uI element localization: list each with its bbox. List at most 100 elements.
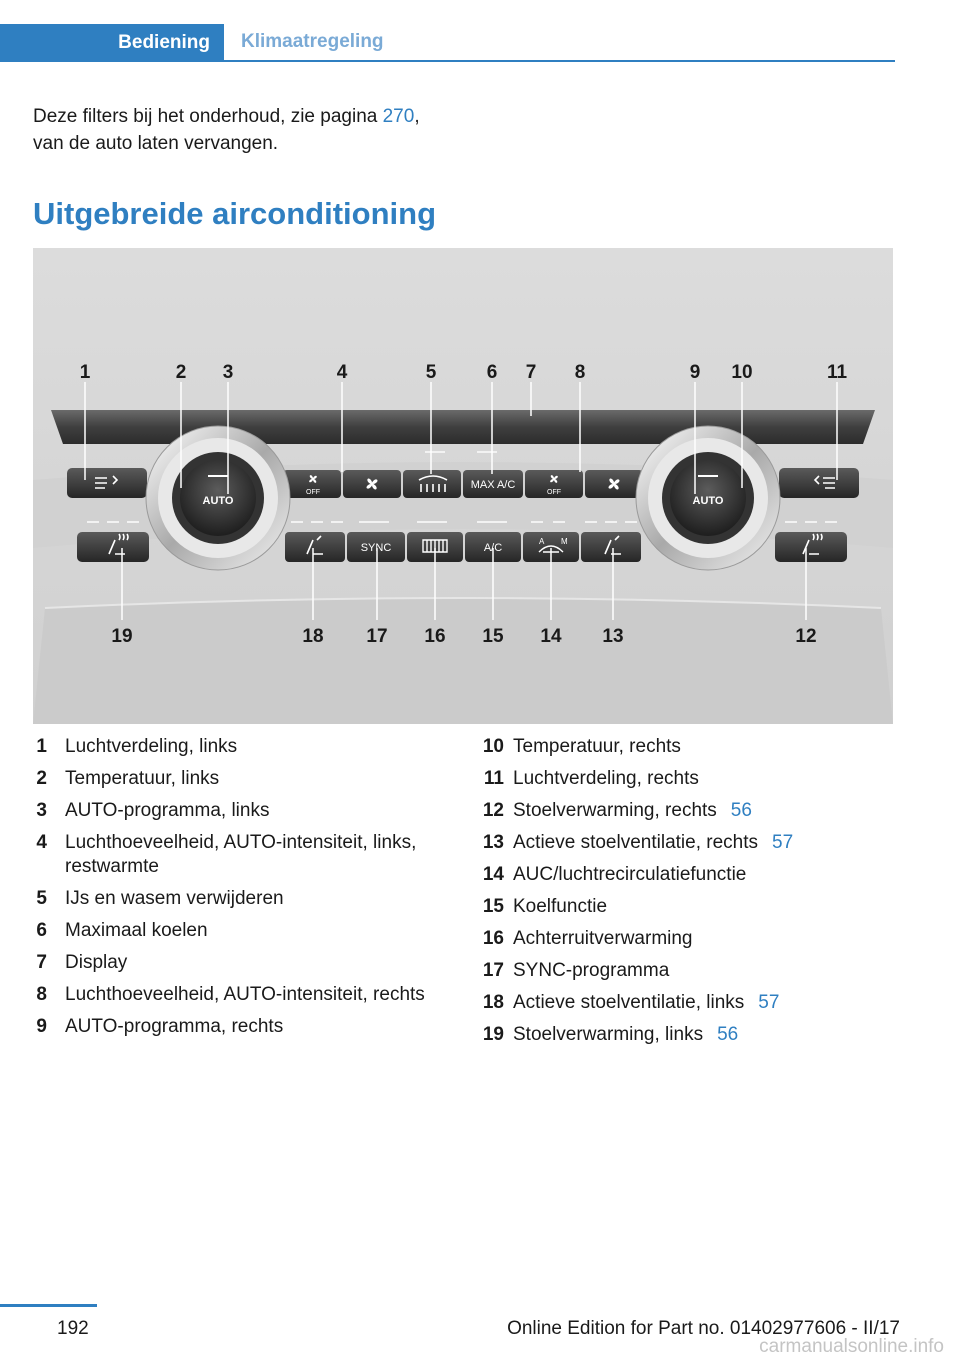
legend-number: 12 — [482, 800, 504, 821]
legend-number: 10 — [482, 736, 504, 757]
seat-ventilation-right-button[interactable] — [581, 532, 641, 562]
legend-text: Display — [65, 952, 128, 973]
legend-number: 19 — [482, 1024, 504, 1045]
auto-label-left: AUTO — [203, 495, 234, 507]
legend-text: Koelfunctie — [513, 896, 608, 917]
tab-klimaatregeling[interactable]: Klimaatregeling — [241, 31, 384, 52]
callout-9: 9 — [690, 362, 701, 383]
legend-text: Achterruitverwarming — [513, 928, 693, 949]
legend-item-4: 4 Luchthoeveelheid, AUTO-intensiteit, lin… — [33, 831, 453, 879]
callout-6: 6 — [487, 362, 498, 383]
callout-3: 3 — [223, 362, 234, 383]
temperature-knob-right[interactable]: AUTO — [635, 425, 781, 571]
page-link-56[interactable]: 56 — [717, 1024, 739, 1045]
legend-text: Luchtverdeling, links — [65, 736, 238, 757]
legend-item-15: 15 Koelfunctie — [480, 895, 900, 919]
page-link-57[interactable]: 57 — [758, 992, 780, 1013]
fan-off-left-button[interactable] — [283, 470, 341, 498]
legend-number: 5 — [36, 888, 47, 909]
intro-text-end: , van de auto laten vervangen. — [33, 106, 420, 154]
air-distribution-left-icon — [95, 475, 119, 489]
seat-heating-left-button[interactable] — [77, 532, 149, 562]
defrost-button[interactable] — [403, 470, 461, 498]
legend-text: IJs en wasem verwijderen — [65, 888, 284, 909]
page-link-56[interactable]: 56 — [730, 800, 752, 821]
page-number: 192 — [57, 1318, 89, 1339]
tab-bediening[interactable]: Bediening — [0, 24, 224, 62]
sync-button[interactable] — [347, 532, 405, 562]
callout-17: 17 — [366, 626, 387, 647]
seat-ventilation-left-button[interactable] — [285, 532, 345, 562]
lower-trim — [33, 598, 893, 724]
seat-heating-right-icon — [802, 533, 823, 555]
callout-15: 15 — [482, 626, 504, 647]
page-link-57[interactable]: 57 — [772, 832, 794, 853]
watermark: carmanualsonline.info — [759, 1336, 944, 1357]
legend-number: 6 — [36, 920, 47, 941]
legend-number: 15 — [482, 896, 504, 917]
callout-4: 4 — [337, 362, 348, 383]
legend-item-7: 7 Display — [33, 951, 453, 975]
legend-item-14: 14 AUC/luchtrecirculatiefunctie — [480, 863, 900, 887]
legend-label: Stoelverwarming, links — [513, 1024, 704, 1045]
edition-note: Online Edition for Part no. 01402977606 … — [507, 1318, 900, 1339]
rear-window-heating-icon — [422, 539, 448, 553]
legend-text: Actieve stoelventilatie, links 57 — [513, 991, 900, 1015]
intro-paragraph: Deze filters bij het onderhoud, zie pagi… — [33, 103, 453, 157]
legend-number: 18 — [482, 992, 504, 1013]
legend-number: 4 — [36, 832, 47, 853]
fan-off-right-button[interactable] — [525, 470, 583, 498]
climate-panel-illustration: OFF MAX A/C OFF SYNC A/C A M — [33, 248, 893, 724]
header-rule — [224, 60, 895, 62]
legend-number: 17 — [482, 960, 504, 981]
callout-11: 11 — [827, 362, 848, 383]
legend-text: AUC/luchtrecirculatiefunctie — [513, 864, 747, 885]
legend-item-5: 5 IJs en wasem verwijderen — [33, 887, 453, 911]
callout-18: 18 — [302, 626, 323, 647]
callout-5: 5 — [426, 362, 437, 383]
legend-text: Maximaal koelen — [65, 920, 208, 941]
seat-heating-right-button[interactable] — [775, 532, 847, 562]
legend-number: 3 — [36, 800, 47, 821]
header-tabbar: Bediening Klimaatregeling — [0, 24, 895, 62]
legend-number: 14 — [482, 864, 504, 885]
air-distribution-right-icon — [813, 475, 835, 489]
legend-number: 7 — [36, 952, 47, 973]
page-link-270[interactable]: 270 — [382, 106, 415, 127]
legend-text: Stoelverwarming, links 56 — [513, 1023, 900, 1047]
callout-2: 2 — [176, 362, 187, 383]
callout-19: 19 — [111, 626, 132, 647]
defrost-icon — [418, 475, 448, 492]
sync-label: SYNC — [361, 542, 392, 554]
legend-label: Actieve stoelventilatie, links — [513, 992, 745, 1013]
off-label-left: OFF — [306, 489, 320, 496]
auc-recirculation-button[interactable] — [523, 532, 579, 562]
climate-panel-figure: OFF MAX A/C OFF SYNC A/C A M — [33, 248, 893, 724]
seat-ventilation-left-icon — [306, 535, 323, 555]
legend-number: 2 — [36, 768, 47, 789]
callout-16: 16 — [424, 626, 445, 647]
legend-text: Luchthoeveelheid, AUTO-intensiteit, link… — [65, 832, 417, 877]
legend-item-18: 18 Actieve stoelventilatie, links 57 — [480, 991, 900, 1015]
callout-numbers: 1 2 3 4 5 6 7 8 9 10 11 12 13 14 15 16 1… — [80, 362, 848, 647]
callout-8: 8 — [575, 362, 586, 383]
off-label-right: OFF — [547, 489, 561, 496]
temperature-knob-left[interactable]: AUTO — [145, 425, 291, 571]
max-ac-button[interactable] — [463, 470, 523, 498]
callout-14: 14 — [540, 626, 562, 647]
legend-number: 8 — [36, 984, 47, 1005]
ac-button[interactable] — [465, 532, 521, 562]
